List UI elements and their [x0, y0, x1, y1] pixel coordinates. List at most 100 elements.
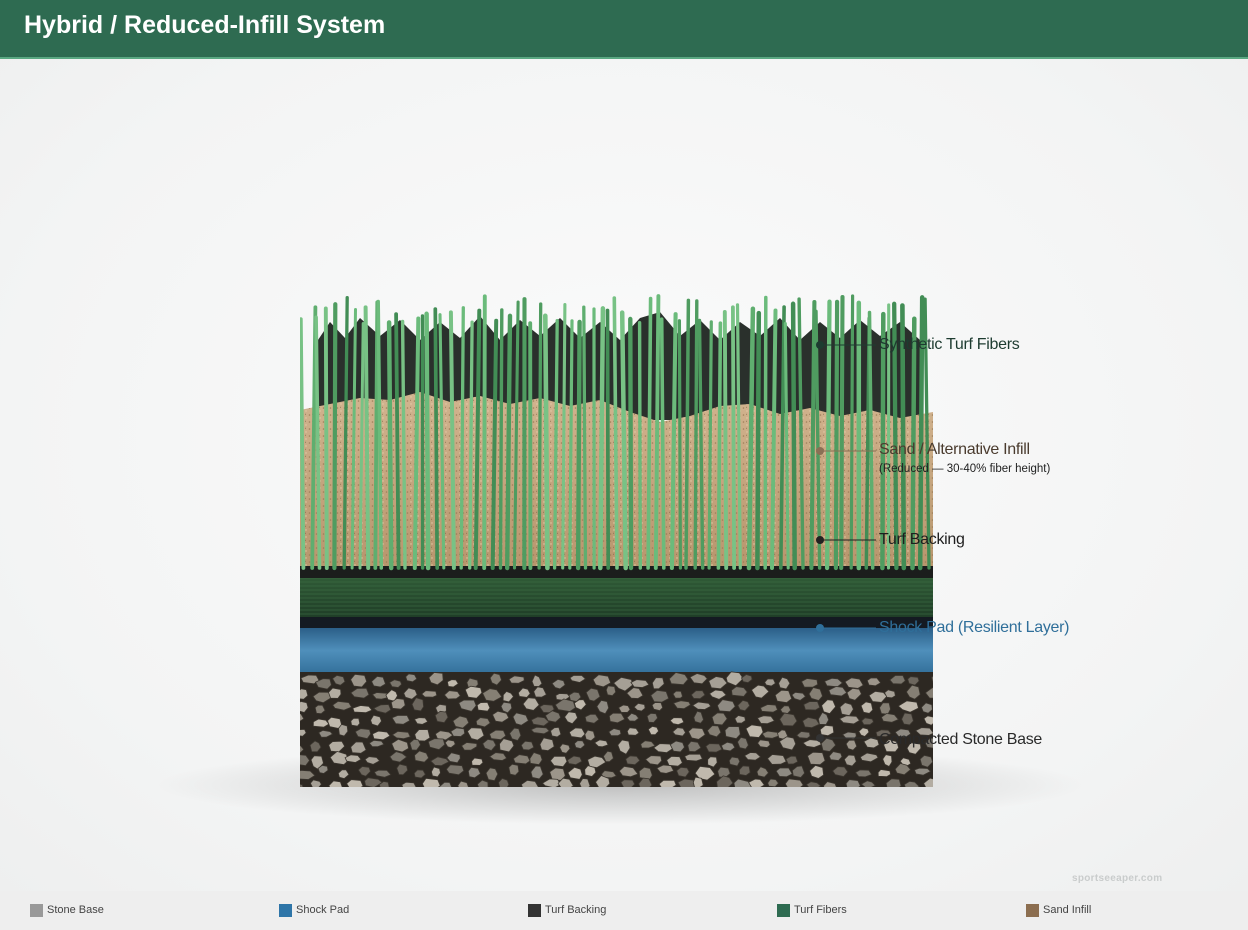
turf-fiber	[824, 299, 832, 571]
stone	[658, 779, 677, 787]
shock-pad-layer	[300, 628, 933, 678]
stone	[446, 679, 459, 688]
stone	[312, 718, 330, 728]
stone	[443, 690, 461, 700]
stone	[434, 710, 449, 724]
stone	[405, 673, 418, 683]
stone	[530, 765, 544, 780]
stone	[889, 675, 906, 685]
stone	[557, 777, 574, 787]
stone	[530, 726, 550, 735]
stone	[775, 767, 793, 778]
stone	[672, 700, 692, 710]
stone	[626, 687, 644, 699]
stone	[802, 716, 820, 729]
stone	[499, 738, 515, 753]
stone	[880, 713, 900, 723]
turf-fiber	[783, 322, 790, 570]
legend-label: Stone Base	[47, 904, 104, 916]
stone	[500, 701, 513, 714]
stone	[838, 715, 861, 725]
stone	[785, 755, 799, 765]
label-shock-pad: Shock Pad (Resilient Layer)	[816, 619, 1070, 636]
stone	[693, 710, 704, 724]
turf-fiber	[839, 295, 845, 571]
stone	[779, 712, 798, 727]
stone	[573, 699, 587, 711]
stone	[601, 770, 617, 779]
stone	[300, 745, 305, 754]
stone	[533, 686, 547, 698]
stone	[551, 678, 566, 690]
stone	[875, 729, 892, 738]
turf-fiber	[849, 294, 855, 570]
layer-name: Sand / Alternative Infill	[879, 441, 1030, 458]
stone	[391, 738, 410, 753]
stone	[845, 779, 861, 787]
stone	[531, 674, 543, 687]
stone	[613, 676, 634, 692]
stone	[541, 778, 561, 787]
stone	[819, 724, 835, 737]
stone	[464, 685, 483, 699]
stone	[530, 716, 550, 727]
stone	[669, 740, 685, 753]
stone	[630, 679, 650, 688]
turf-fiber	[394, 312, 401, 570]
stone	[438, 781, 453, 787]
stone	[498, 777, 510, 787]
legend-swatch	[1026, 904, 1039, 917]
stone	[863, 737, 880, 749]
stone	[389, 679, 403, 688]
stone	[757, 739, 771, 748]
stone	[488, 752, 508, 761]
stone	[482, 738, 497, 752]
stone	[522, 697, 540, 711]
turf-fiber	[598, 306, 606, 571]
stone	[668, 672, 689, 686]
stone	[421, 690, 438, 698]
stone	[314, 704, 326, 715]
stone	[314, 678, 332, 690]
legend-bar: Stone Base Shock Pad Turf Backing Turf F…	[0, 891, 1248, 930]
stone	[608, 728, 622, 737]
stone	[725, 671, 744, 687]
turf-fiber	[637, 321, 642, 570]
stone	[905, 684, 921, 700]
stone	[618, 704, 631, 713]
stone	[300, 674, 320, 685]
stone	[481, 688, 503, 702]
stone	[596, 699, 610, 715]
stone	[651, 677, 665, 690]
stone	[907, 676, 920, 686]
turf-fiber	[697, 318, 705, 570]
stone	[626, 727, 640, 736]
turf-fiber	[628, 316, 634, 571]
stone	[724, 726, 741, 740]
turf-fiber	[612, 296, 619, 570]
layer-note: (Reduced — 30-40% fiber height)	[879, 463, 1050, 475]
stone	[485, 767, 499, 782]
turf-fiber	[867, 310, 875, 570]
stone	[574, 740, 586, 750]
stone	[748, 778, 765, 787]
stone	[766, 754, 787, 765]
label-stone-base: Compacted Stone Base	[816, 731, 1043, 748]
stone	[450, 727, 466, 737]
legend-swatch	[30, 904, 43, 917]
stone	[906, 742, 922, 755]
stone	[584, 713, 600, 724]
stone	[350, 687, 370, 699]
stone	[707, 756, 718, 768]
stone	[720, 741, 736, 752]
stone	[913, 767, 932, 776]
stone	[791, 691, 807, 701]
stone	[805, 781, 822, 787]
stone	[651, 702, 664, 712]
stone	[564, 711, 579, 725]
stone	[371, 675, 386, 688]
stone	[625, 755, 641, 766]
turf-fiber	[448, 310, 456, 570]
stone	[520, 779, 539, 787]
stone	[329, 750, 350, 766]
